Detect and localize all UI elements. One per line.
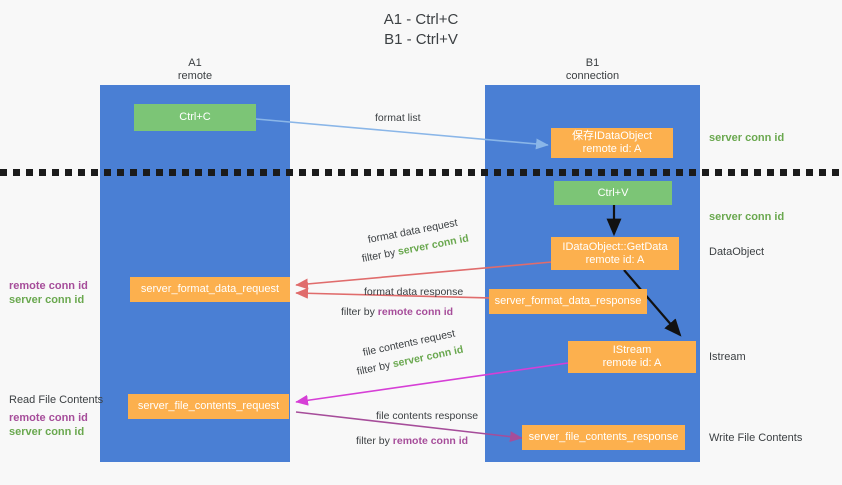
title-line-1: A1 - Ctrl+C <box>383 11 459 28</box>
node-ctrl-v[interactable]: Ctrl+V <box>554 181 672 205</box>
edge-label-file-contents-response: file contents response <box>376 410 479 422</box>
label-write-file-contents: Write File Contents <box>709 432 803 444</box>
edge-label-format-data-response: format data response <box>364 286 464 298</box>
node-ctrl-c-label: Ctrl+C <box>179 111 211 123</box>
node-server-file-contents-request[interactable]: server_file_contents_request <box>128 394 289 419</box>
diagram-title: A1 - Ctrl+C B1 - Ctrl+V <box>0 10 842 50</box>
phase-divider <box>0 169 842 176</box>
label-remote-conn-id-bottom: remote conn id <box>9 412 88 424</box>
lane-header-a1-name: A1 <box>188 57 202 69</box>
label-dataobject: DataObject <box>709 246 765 258</box>
node-server-file-contents-request-label: server_file_contents_request <box>137 400 280 412</box>
lane-header-a1-sub: remote <box>177 70 213 82</box>
node-idataobject-store-line2: remote id: A <box>582 143 642 155</box>
filter-prefix-1: filter by <box>360 246 400 265</box>
left-conn-id-group-bottom: remote conn id server conn id <box>9 411 88 439</box>
lane-header-b1-name: B1 <box>585 57 600 69</box>
lane-header-a1: A1 remote <box>100 57 290 83</box>
node-server-format-data-request-label: server_format_data_request <box>140 283 280 295</box>
edge-label-file-contents-response-filter: filter by remote conn id <box>356 434 468 448</box>
label-istream: Istream <box>709 351 746 363</box>
node-server-format-data-response[interactable]: server_format_data_response <box>489 289 647 314</box>
node-idataobject-store[interactable]: 保存IDataObject remote id: A <box>551 128 673 158</box>
node-idataobject-getdata-line2: remote id: A <box>585 253 645 266</box>
node-idataobject-getdata[interactable]: IDataObject::GetData remote id: A <box>551 237 679 270</box>
filter-prefix-3: filter by <box>355 358 395 378</box>
label-server-conn-id-second: server conn id <box>709 211 785 223</box>
node-ctrl-c[interactable]: Ctrl+C <box>134 104 256 131</box>
node-idataobject-getdata-line1: IDataObject::GetData <box>562 240 668 253</box>
filter-value-4: remote conn id <box>392 435 469 447</box>
node-istream-line2: remote id: A <box>602 357 662 369</box>
edge-label-format-list: format list <box>375 112 421 124</box>
node-server-format-data-response-label: server_format_data_response <box>494 295 642 307</box>
label-read-file-contents: Read File Contents <box>9 394 104 406</box>
node-server-file-contents-response-label: server_file_contents_response <box>528 431 679 443</box>
edge-label-format-data-response-filter: filter by remote conn id <box>341 305 453 319</box>
node-server-file-contents-response[interactable]: server_file_contents_response <box>522 425 685 450</box>
lane-header-b1: B1 connection <box>485 57 700 83</box>
label-remote-conn-id-top: remote conn id <box>9 280 88 292</box>
node-idataobject-store-line1: 保存IDataObject <box>571 130 653 142</box>
filter-prefix-2: filter by <box>341 306 378 318</box>
label-server-conn-id-top: server conn id <box>709 132 785 144</box>
node-istream[interactable]: IStream remote id: A <box>568 341 696 373</box>
node-ctrl-v-label: Ctrl+V <box>597 186 629 199</box>
filter-prefix-4: filter by <box>356 435 393 447</box>
filter-value-2: remote conn id <box>377 306 454 318</box>
lane-header-b1-sub: connection <box>565 70 620 82</box>
node-server-format-data-request[interactable]: server_format_data_request <box>130 277 290 302</box>
label-server-conn-id-left-top: server conn id <box>9 294 85 306</box>
node-istream-line1: IStream <box>612 344 652 356</box>
label-server-conn-id-left-bottom: server conn id <box>9 426 85 438</box>
title-line-2: B1 - Ctrl+V <box>384 31 458 48</box>
left-conn-id-group-top: remote conn id server conn id <box>9 279 88 307</box>
